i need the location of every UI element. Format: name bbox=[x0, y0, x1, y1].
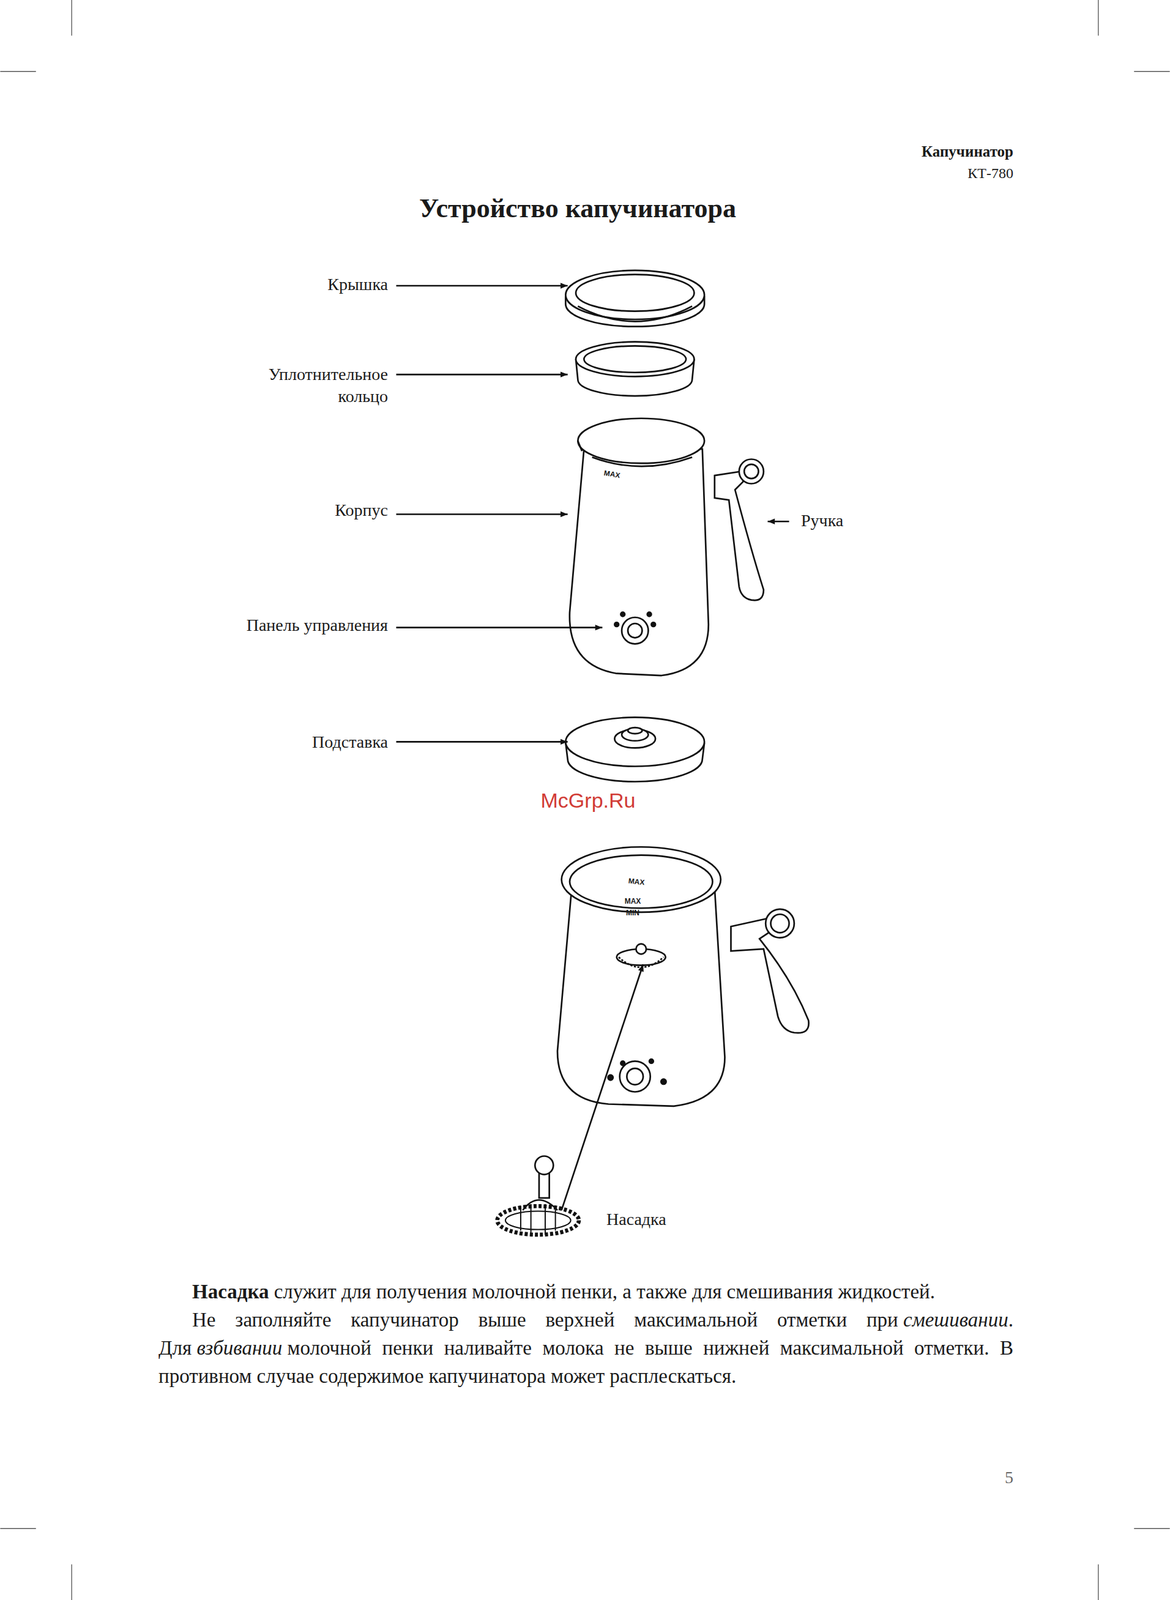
part-name: Ручка bbox=[801, 509, 844, 532]
paragraph: Насадкаслужит для получения молочной пен… bbox=[158, 1277, 1014, 1306]
model-number: КТ-780 bbox=[967, 163, 1014, 183]
page-title: Устройство капучинатора bbox=[419, 190, 737, 226]
body-text-run: Не заполняйте капучинатор выше верхней м… bbox=[192, 1308, 899, 1331]
term: Насадка bbox=[192, 1280, 269, 1303]
leader-arrows bbox=[395, 285, 789, 1211]
part-name: Крышка bbox=[327, 273, 388, 296]
scale-mark: MIN bbox=[625, 908, 640, 919]
exploded-parts bbox=[497, 270, 809, 1235]
page-number: 5 bbox=[1004, 1466, 1014, 1489]
paragraph: Не заполняйте капучинатор выше верхней м… bbox=[158, 1305, 1014, 1391]
part-name: Панель управления bbox=[234, 614, 388, 637]
body-text: Насадкаслужит для получения молочной пен… bbox=[158, 1277, 1014, 1391]
scale-mark: MAX bbox=[627, 876, 645, 888]
body-text-run: служит для получения молочной пенки, а т… bbox=[274, 1280, 936, 1303]
running-header: Капучинатор bbox=[921, 141, 1014, 163]
body-text-run: молочной пенки наливайте молока не выше … bbox=[158, 1337, 1014, 1388]
watermark: McGrp.Ru bbox=[540, 786, 636, 814]
scale-mark: MAX bbox=[624, 897, 642, 907]
part-name: Корпус bbox=[334, 499, 388, 522]
part-name: Уплотнительное кольцо bbox=[234, 363, 388, 409]
part-name: Подставка bbox=[312, 731, 388, 754]
emphasis: смешивании bbox=[903, 1308, 1009, 1331]
part-name: Насадка bbox=[606, 1208, 667, 1231]
emphasis: взбивании bbox=[196, 1337, 283, 1360]
